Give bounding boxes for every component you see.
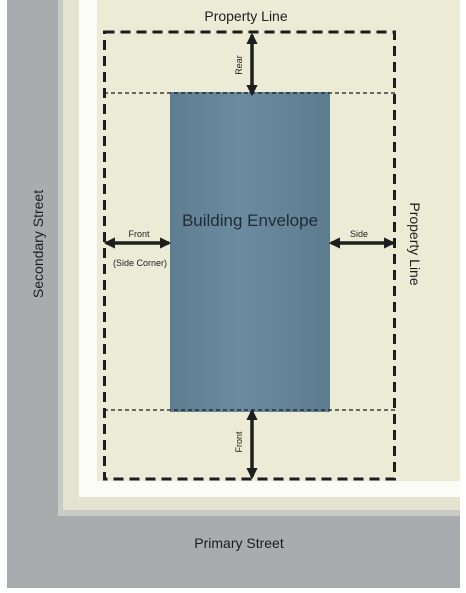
rear-label: Rear — [234, 55, 244, 75]
building-envelope-block — [170, 92, 330, 412]
curb-left — [58, 0, 63, 516]
curb-bottom — [58, 510, 460, 516]
side-corner-label: (Side Corner) — [110, 256, 170, 271]
secondary-street-area — [7, 0, 58, 588]
sidewalk-left — [63, 0, 79, 510]
building-envelope-text: Building Envelope — [181, 211, 319, 230]
side-corner-text: (Side Corner) — [112, 258, 168, 268]
property-line-label-right: Property Line — [407, 202, 423, 286]
front-bottom-label: Front — [234, 431, 244, 453]
primary-street-label: Primary Street — [194, 535, 284, 551]
property-line-label-top: Property Line — [204, 8, 288, 24]
secondary-street-label: Secondary Street — [30, 189, 46, 299]
sidewalk-bottom — [79, 497, 460, 510]
front-left-label: Front — [128, 229, 150, 239]
verge-left — [79, 0, 97, 497]
primary-street-area — [7, 516, 460, 588]
verge-bottom — [97, 481, 460, 497]
building-envelope-label: Building Envelope — [170, 206, 330, 235]
side-label: Side — [349, 229, 369, 239]
